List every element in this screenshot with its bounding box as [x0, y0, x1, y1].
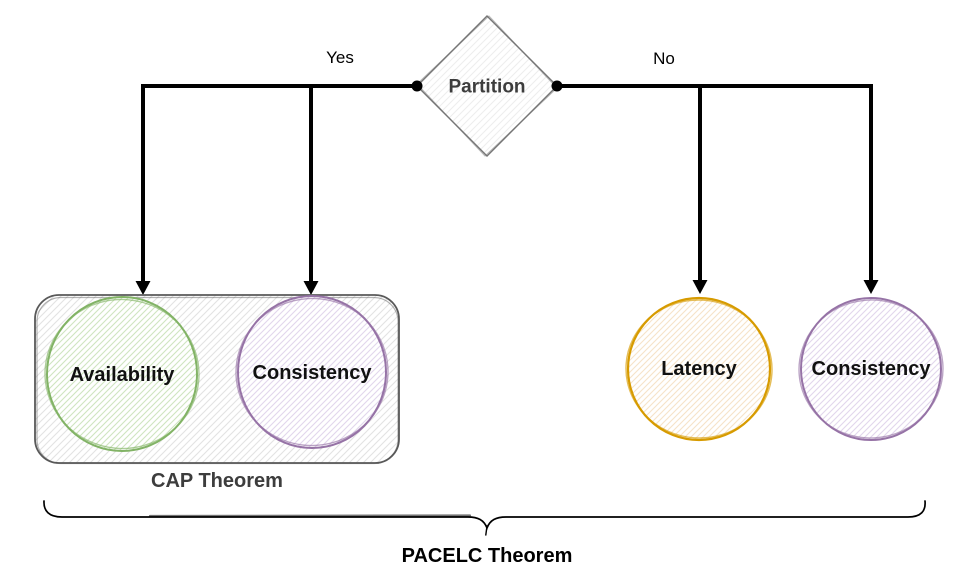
- latency-circle-sketch-stroke: [625, 299, 773, 439]
- arrowhead-consistency-cap: [303, 281, 319, 295]
- consistency-else-circle: [798, 297, 944, 441]
- pacelc-theorem-title: PACELC Theorem: [402, 545, 573, 567]
- latency-label: Latency: [661, 358, 737, 380]
- availability-circle-sketch-stroke: [44, 298, 200, 450]
- arrowhead-latency: [692, 280, 708, 294]
- latency-circle: [625, 296, 773, 442]
- partition-diamond: [416, 15, 558, 157]
- partition-diamond-sketch-stroke: [416, 15, 558, 157]
- pacelc-brace-sketch-stroke: [148, 514, 472, 518]
- left-junction-dot: [411, 80, 423, 92]
- no-branch-line: [557, 84, 873, 281]
- right-junction-dot: [551, 80, 563, 92]
- no-branch-label: No: [653, 49, 675, 68]
- consistency-else-circle-sketch-stroke: [798, 299, 944, 439]
- arrowhead-consistency-else: [863, 280, 879, 294]
- pacelc-brace-tail: [485, 525, 488, 536]
- consistency-else-label: Consistency: [812, 358, 932, 380]
- cap-theorem-label: CAP Theorem: [151, 470, 283, 492]
- connector-lines: [141, 84, 873, 282]
- yes-branch-line: [141, 84, 417, 282]
- arrowhead-availability: [135, 281, 151, 295]
- cap-group-box-sketch-stroke: [36, 296, 399, 465]
- availability-label: Availability: [70, 364, 176, 386]
- consistency-cap-circle: [235, 295, 389, 449]
- consistency-cap-circle-sketch-stroke: [235, 297, 389, 447]
- pacelc-brace: [43, 500, 926, 536]
- availability-circle: [44, 296, 200, 452]
- partition-label: Partition: [448, 77, 525, 98]
- consistency-cap-label: Consistency: [253, 362, 373, 384]
- yes-branch-label: Yes: [326, 48, 354, 67]
